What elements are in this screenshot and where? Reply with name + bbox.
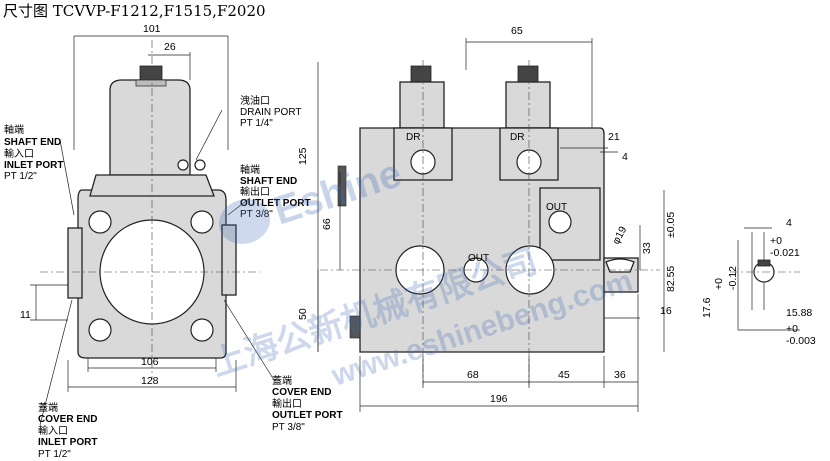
dim-8255-tol: ±0.05 bbox=[665, 212, 677, 238]
key-width: 4 bbox=[786, 217, 792, 229]
height-tol-bottom: -0.003 bbox=[786, 335, 816, 347]
shaft-detail: 4 +0 -0.021 17.6 +0 -0.12 15.88 +0 -0.00… bbox=[701, 217, 816, 347]
label-inlet-bl: INLET PORT bbox=[38, 437, 97, 448]
label-out-1: OUT bbox=[546, 202, 567, 213]
label-inlet-bl-cn: 輸入口 bbox=[38, 424, 68, 437]
dim-50: 50 bbox=[297, 308, 309, 320]
label-cover-end-outlet: 蓋端 COVER END 輸出口 OUTLET PORT PT 3/8" bbox=[272, 374, 343, 433]
label-outlet-br: OUTLET PORT bbox=[272, 410, 343, 421]
dim-128: 128 bbox=[141, 375, 159, 387]
dim-125: 125 bbox=[297, 147, 309, 165]
label-inlet-port: INLET PORT bbox=[4, 160, 63, 171]
label-outlet-br-cn: 輸出口 bbox=[272, 397, 302, 410]
dim-4: 4 bbox=[622, 151, 628, 163]
key-tol-top: +0 bbox=[770, 235, 782, 247]
label-inlet-bl-size: PT 1/2" bbox=[38, 449, 71, 460]
label-cover-end-inlet: 蓋端 COVER END 輸入口 INLET PORT PT 1/2" bbox=[38, 401, 97, 460]
dim-106: 106 bbox=[141, 356, 159, 368]
dim-65: 65 bbox=[511, 25, 523, 37]
dim-phi19: φ19 bbox=[610, 224, 629, 246]
dim-11: 11 bbox=[20, 309, 31, 321]
label-dr-2: DR bbox=[510, 132, 524, 143]
dim-101: 101 bbox=[143, 23, 161, 35]
label-cover-end-bl-cn: 蓋端 bbox=[38, 401, 58, 414]
label-shaft-end: SHAFT END bbox=[4, 137, 61, 148]
dim-45: 45 bbox=[558, 369, 570, 381]
label-drain-port: 洩油口 DRAIN PORT PT 1/4" bbox=[240, 94, 302, 129]
label-shaft-end-outlet: 軸端 SHAFT END 輸出口 OUTLET PORT PT 3/8" bbox=[240, 163, 311, 220]
height-value: 15.88 bbox=[786, 307, 812, 319]
height-tol-top: +0 bbox=[786, 323, 798, 335]
dim-33: 33 bbox=[641, 242, 653, 254]
label-cover-end-bl: COVER END bbox=[38, 414, 97, 425]
side-view: 65 DR DR OUT OUT bbox=[297, 25, 677, 412]
label-shaft-end-cn: 軸端 bbox=[4, 123, 24, 136]
label-outlet-right-cn: 輸出口 bbox=[240, 185, 270, 198]
label-dr-1: DR bbox=[406, 132, 420, 143]
shaft-tol-bottom: -0.12 bbox=[727, 266, 739, 290]
label-shaft-end-inlet: 軸端 SHAFT END 輸入口 INLET PORT PT 1/2" bbox=[4, 123, 63, 182]
label-outlet-right-size: PT 3/8" bbox=[240, 209, 273, 220]
dim-16: 16 bbox=[660, 305, 672, 317]
dim-36: 36 bbox=[614, 369, 626, 381]
label-drain-size: PT 1/4" bbox=[240, 118, 273, 129]
label-outlet-br-size: PT 3/8" bbox=[272, 422, 305, 433]
label-inlet-cn: 輸入口 bbox=[4, 147, 34, 160]
label-shaft-end-right-cn: 軸端 bbox=[240, 163, 260, 176]
label-cover-end-br: COVER END bbox=[272, 387, 331, 398]
dim-26: 26 bbox=[164, 41, 176, 53]
dim-21: 21 bbox=[608, 131, 620, 143]
dim-66: 66 bbox=[321, 218, 333, 230]
dim-68: 68 bbox=[467, 369, 479, 381]
label-outlet-right: OUTLET PORT bbox=[240, 198, 311, 209]
label-shaft-end-right: SHAFT END bbox=[240, 176, 297, 187]
drawing-title: 尺寸图 TCVVP-F1212,F1515,F2020 bbox=[3, 2, 266, 20]
dim-8255: 82.55 bbox=[665, 266, 677, 292]
dim-196: 196 bbox=[490, 393, 508, 405]
label-cover-end-br-cn: 蓋端 bbox=[272, 374, 292, 387]
watermark-logo-icon bbox=[218, 199, 271, 244]
shaft-tol-top: +0 bbox=[713, 278, 725, 290]
shaft-dia: 17.6 bbox=[701, 297, 713, 318]
front-view: 101 26 11 bbox=[20, 23, 275, 426]
key-tol-bottom: -0.021 bbox=[770, 247, 800, 259]
label-drain: DRAIN PORT bbox=[240, 107, 302, 118]
label-inlet-size: PT 1/2" bbox=[4, 171, 37, 182]
label-drain-cn: 洩油口 bbox=[240, 94, 270, 107]
label-out-2: OUT bbox=[468, 253, 489, 264]
